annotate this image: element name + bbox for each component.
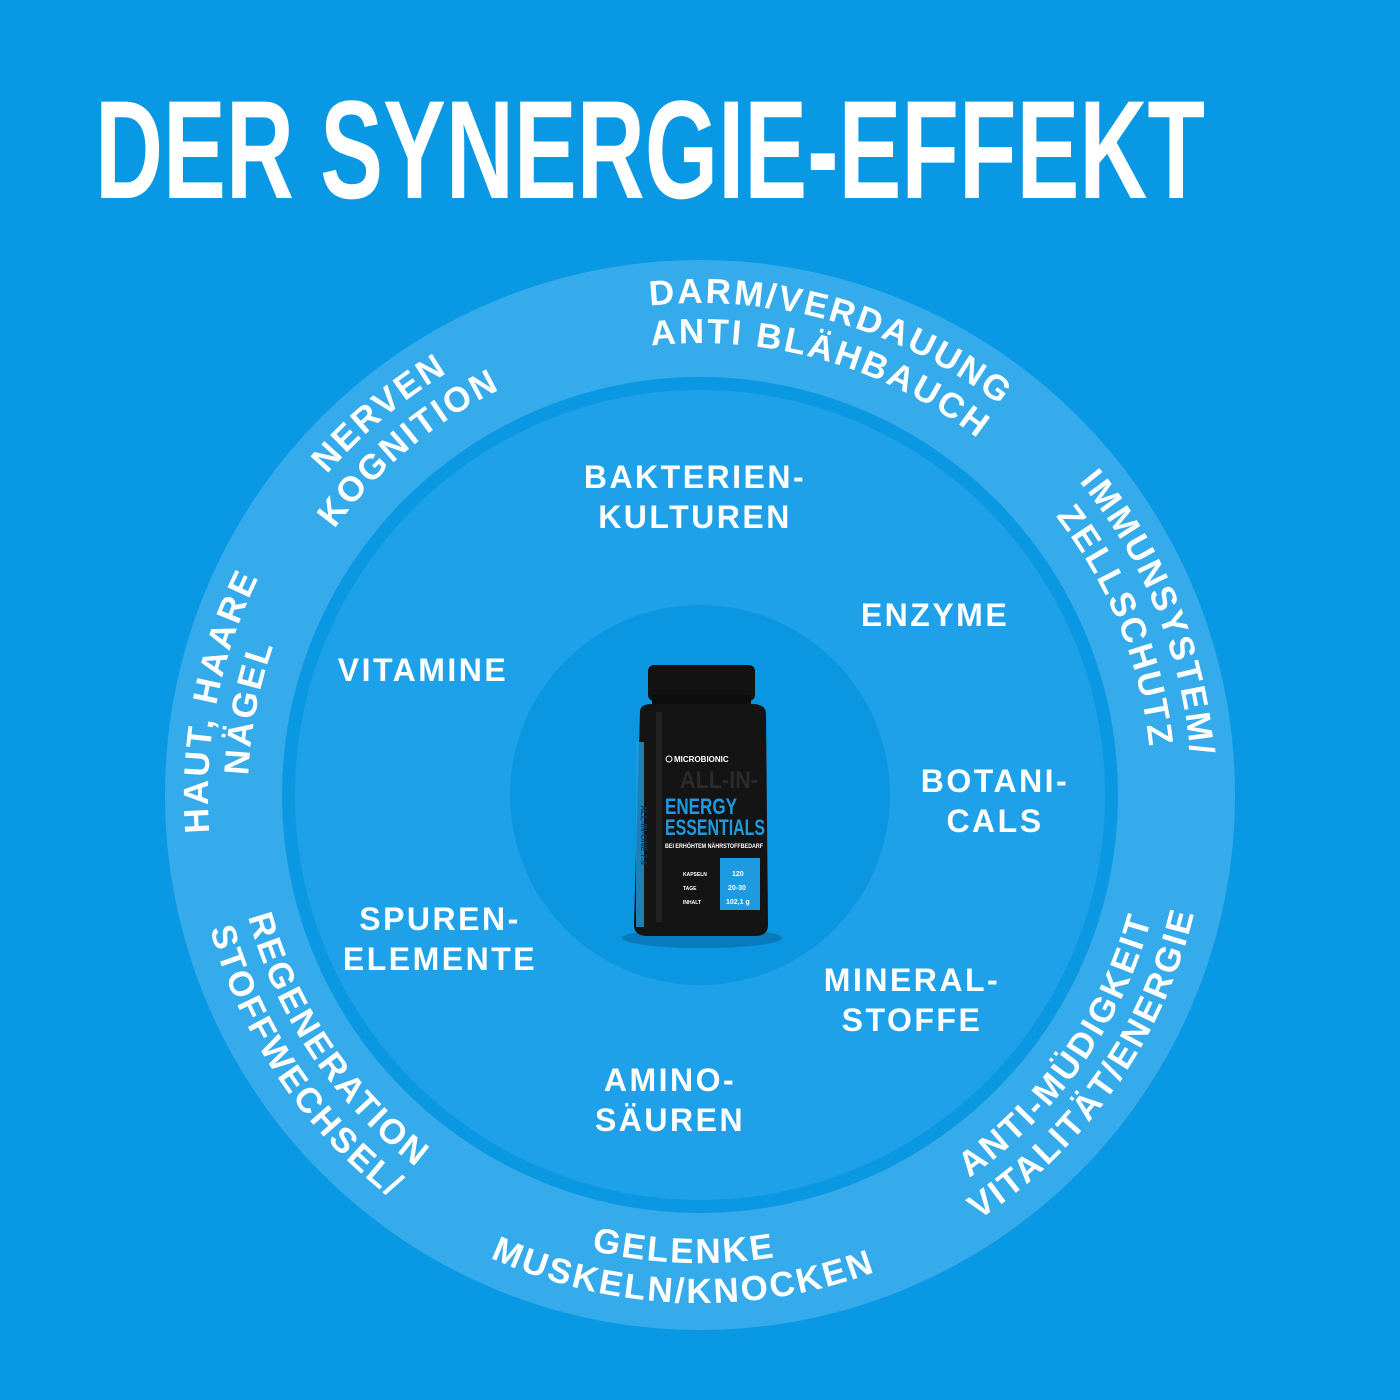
- product-bottle: ALL-IN-ONE 7.0 MICROBIONIC ALL-IN- ENERG…: [622, 665, 782, 948]
- ingredient-mineral-line1: MINERAL-: [824, 962, 1000, 998]
- ingredient-vitamine: VITAMINE: [338, 652, 509, 688]
- bottle-overline: ALL-IN-: [680, 767, 758, 794]
- ingredient-amino-line2: SÄUREN: [595, 1102, 745, 1138]
- ingredient-bakterien-line2: KULTUREN: [598, 499, 792, 535]
- ingredient-bakterien-line1: BAKTERIEN-: [584, 459, 806, 495]
- ingredient-labels: BAKTERIEN- KULTUREN ENZYME VITAMINE BOTA…: [338, 459, 1069, 1138]
- bottle-side-stripe: [636, 742, 644, 927]
- spec-value-kapseln: 120: [732, 871, 744, 878]
- bottle-brand: MICROBIONIC: [674, 755, 729, 764]
- ingredient-mineral-line2: STOFFE: [842, 1002, 983, 1038]
- spec-value-tage: 20-30: [728, 885, 746, 892]
- spec-value-inhalt: 102,1 g: [726, 899, 750, 906]
- spec-label-inhalt: INHALT: [683, 900, 701, 906]
- ingredient-botanicals-line1: BOTANI-: [921, 763, 1069, 799]
- spec-label-tage: TAGE: [683, 886, 697, 892]
- ingredient-enzyme: ENZYME: [861, 597, 1009, 633]
- bottle-subtitle: BEI ERHÖHTEM NÄHRSTOFFBEDARF: [665, 843, 763, 850]
- bottle-side-text: ALL-IN-ONE 7.0: [639, 805, 648, 865]
- ingredient-spuren-line2: ELEMENTE: [343, 941, 537, 977]
- bottle-cap: [648, 665, 755, 701]
- ingredient-spuren-line1: SPUREN-: [359, 901, 521, 937]
- page-title: DER SYNERGIE-EFFEKT: [95, 71, 1205, 228]
- ingredient-amino-line1: AMINO-: [604, 1062, 736, 1098]
- bottle-name-line2: ESSENTIALS: [665, 815, 765, 840]
- ingredient-botanicals-line2: CALS: [946, 803, 1043, 839]
- bottle-spec-box: [720, 858, 760, 910]
- bottle-name-line1: ENERGY: [665, 794, 737, 819]
- spec-label-kapseln: KAPSELN: [683, 872, 707, 878]
